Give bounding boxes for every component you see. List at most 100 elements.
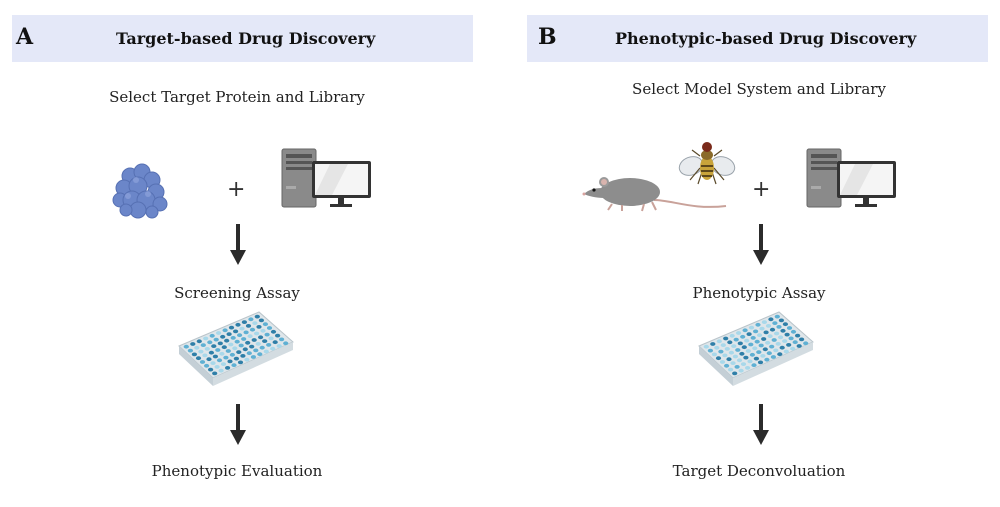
well (207, 340, 213, 345)
well (198, 349, 204, 354)
well (259, 345, 265, 350)
well (228, 342, 234, 347)
well (244, 357, 250, 362)
down-arrow-icon (230, 224, 246, 265)
well (237, 333, 243, 338)
well (753, 356, 759, 361)
well (751, 363, 757, 368)
panel-a-header (12, 15, 473, 62)
well (249, 344, 255, 349)
well (724, 347, 730, 351)
well (728, 350, 734, 355)
well (756, 350, 762, 354)
well (254, 314, 260, 319)
panel-b-title: Phenotypic-based Drug Discovery (615, 29, 917, 48)
well (187, 348, 193, 353)
well (762, 347, 768, 352)
well (202, 353, 208, 358)
well (775, 342, 781, 346)
down-arrow-icon (753, 224, 769, 265)
well (216, 358, 223, 363)
well (208, 367, 214, 372)
well (226, 332, 232, 336)
well (245, 324, 252, 328)
well (194, 345, 200, 350)
panel-b-header (527, 15, 988, 62)
well (743, 355, 749, 360)
down-arrow-icon (753, 404, 769, 445)
well (732, 371, 738, 376)
well (228, 325, 235, 330)
well (703, 344, 709, 349)
well (218, 368, 224, 373)
well (727, 340, 733, 345)
well (208, 350, 214, 355)
well (736, 358, 743, 363)
plus-sign: + (227, 177, 246, 202)
well (729, 333, 735, 338)
well (782, 322, 788, 327)
well (240, 354, 246, 358)
well (742, 328, 748, 333)
well (227, 359, 233, 364)
well (248, 317, 254, 322)
well (786, 326, 793, 330)
well (215, 348, 221, 352)
well-plate-icon (698, 311, 814, 386)
well (199, 360, 206, 364)
well (795, 333, 801, 338)
well (765, 324, 772, 328)
well-plate-icon (178, 311, 294, 386)
well (251, 338, 257, 342)
well (730, 361, 736, 365)
well (736, 331, 742, 335)
well (739, 351, 745, 356)
well (765, 340, 771, 345)
well (740, 362, 747, 366)
well (206, 357, 212, 362)
well (213, 337, 219, 342)
well (724, 363, 730, 368)
panel-b-step1-label: Select Model System and Library (632, 80, 886, 98)
well (238, 343, 244, 348)
well (714, 345, 720, 350)
well (211, 344, 217, 348)
well (191, 352, 197, 357)
well (745, 349, 751, 353)
well (752, 346, 758, 351)
well (204, 347, 210, 351)
well (231, 363, 237, 368)
well (279, 337, 285, 342)
well (773, 348, 779, 353)
well (720, 343, 726, 347)
computer-icon (281, 148, 371, 208)
protein-icon (112, 163, 168, 219)
well (763, 330, 769, 335)
well (711, 352, 717, 357)
well (766, 351, 772, 356)
well (777, 352, 783, 357)
well (770, 355, 776, 359)
well (225, 366, 231, 370)
well (786, 343, 792, 347)
well (758, 343, 764, 348)
well (225, 349, 231, 353)
well (748, 342, 754, 347)
well (235, 322, 241, 327)
well (776, 325, 782, 329)
well (246, 351, 252, 356)
well (761, 337, 767, 341)
well (229, 352, 235, 357)
down-arrow-icon (230, 404, 246, 445)
well (737, 341, 743, 346)
well (740, 334, 746, 339)
well (726, 357, 732, 362)
well (232, 346, 238, 351)
well (746, 332, 752, 336)
well (252, 321, 258, 325)
well (790, 346, 796, 351)
well (761, 320, 767, 324)
well (722, 353, 728, 358)
well (241, 337, 247, 341)
well (190, 342, 196, 346)
